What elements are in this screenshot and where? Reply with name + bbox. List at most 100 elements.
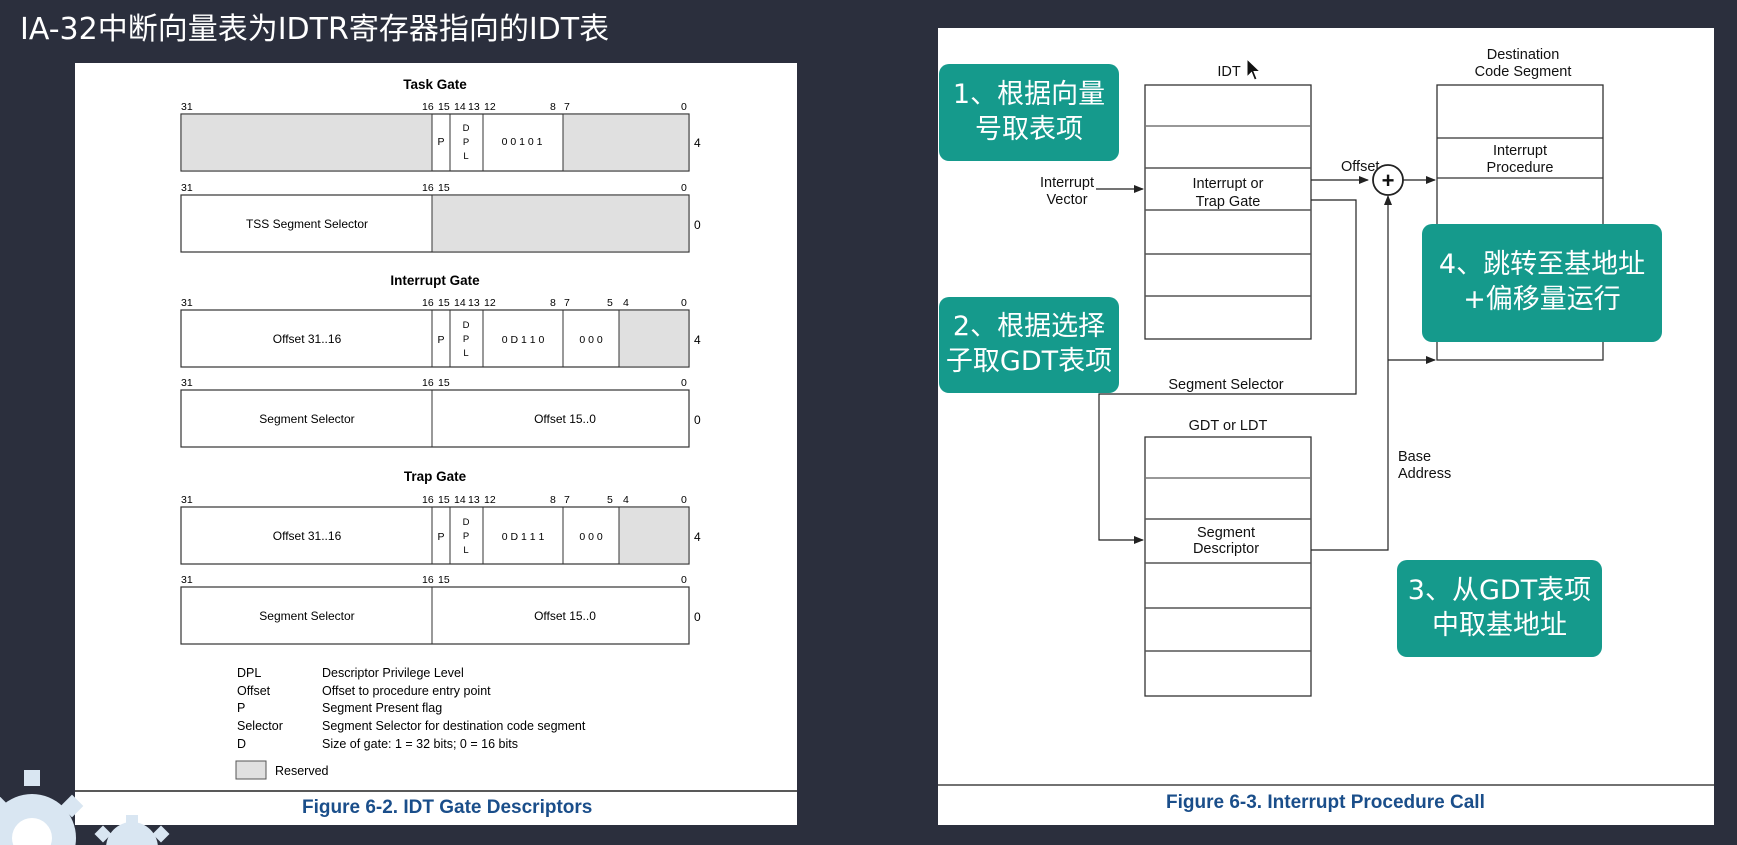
bit-label: 16 [422, 182, 434, 194]
legend: DPL Descriptor Privilege Level Offset Of… [235, 666, 586, 780]
bit-label: 7 [564, 101, 570, 113]
bit-label: 0 [681, 182, 687, 194]
bit-label: 13 [468, 297, 480, 309]
gdt-entry-line: Segment [1197, 525, 1255, 541]
bit-label: 16 [422, 494, 434, 506]
legend-term: Offset [237, 684, 271, 698]
bit-label: 14 [454, 297, 466, 309]
figure-6-2-caption: Figure 6-2. IDT Gate Descriptors [302, 797, 593, 818]
callout-step-1: 1、根据向量号取表项 [939, 64, 1119, 161]
zero-bits: 0 0 0 [579, 334, 603, 346]
plus-sign: + [1382, 168, 1395, 193]
bit-label: 12 [484, 494, 496, 506]
type-bits: 0 D 1 1 1 [502, 531, 545, 543]
interrupt-call-diagram: IDT Interrupt or Trap Gate Interrupt Vec… [938, 47, 1714, 786]
reserved-area [563, 114, 689, 171]
bit-label: 15 [438, 297, 450, 309]
task-gate-title: Task Gate [403, 77, 467, 92]
bit-label: 31 [181, 377, 193, 389]
dpl-letter: L [463, 151, 468, 162]
bit-label: 4 [623, 494, 629, 506]
bit-label: 16 [422, 101, 434, 113]
callout-line: 2、根据选择 [952, 311, 1106, 343]
present-flag: P [437, 136, 444, 148]
present-flag: P [437, 334, 444, 346]
dword-offset: 4 [694, 136, 701, 150]
callout-line: 1、根据向量 [952, 78, 1106, 110]
tss-segment-selector: TSS Segment Selector [246, 217, 368, 231]
gdt-label: GDT or LDT [1189, 418, 1268, 434]
reserved-area [432, 195, 689, 252]
bit-label: 16 [422, 574, 434, 586]
dpl-letter: P [463, 137, 469, 148]
bit-label: 13 [468, 101, 480, 113]
dpl-letter: L [463, 348, 468, 359]
bit-label: 15 [438, 182, 450, 194]
trap-gate-lower-dword [180, 586, 690, 645]
offset-low-field: Offset 15..0 [534, 412, 596, 426]
bit-label: 0 [681, 494, 687, 506]
dpl-letter: P [463, 531, 469, 542]
present-flag: P [437, 531, 444, 543]
bit-label: 7 [564, 494, 570, 506]
callout-step-4: 4、跳转至基地址+偏移量运行 [1422, 224, 1662, 342]
bit-label: 16 [422, 377, 434, 389]
bit-label: 14 [454, 101, 466, 113]
bit-label: 16 [422, 297, 434, 309]
base-address-label: Base [1398, 449, 1431, 465]
gdt-table [1144, 436, 1312, 697]
dpl-letter: D [463, 123, 470, 134]
callout-line: 子取GDT表项 [945, 346, 1113, 377]
dword-offset: 0 [694, 413, 701, 427]
zero-bits: 0 0 0 [579, 531, 603, 543]
reserved-area [619, 310, 689, 367]
bit-label: 0 [681, 377, 687, 389]
bit-label: 31 [181, 494, 193, 506]
callout-step-2: 2、根据选择子取GDT表项 [939, 297, 1119, 393]
dpl-letter: P [463, 334, 469, 345]
reserved-area [181, 114, 432, 171]
bit-label: 15 [438, 574, 450, 586]
bit-label: 15 [438, 101, 450, 113]
callout-line: 3、从GDT表项 [1407, 574, 1592, 606]
dword-offset: 0 [694, 610, 701, 624]
figure-6-3-caption: Figure 6-3. Interrupt Procedure Call [1166, 792, 1485, 813]
legend-term: P [237, 701, 245, 715]
interrupt-procedure-label: Interrupt [1493, 143, 1547, 159]
offset-low-field: Offset 15..0 [534, 609, 596, 623]
bit-label: 4 [623, 297, 629, 309]
idt-entry-line: Trap Gate [1196, 194, 1261, 210]
segment-selector-field: Segment Selector [259, 609, 354, 623]
dpl-letter: L [463, 545, 468, 556]
gate-descriptor-diagram: Task Gate 31 16 15 14 13 12 8 7 0 P D P … [75, 77, 797, 792]
dpl-letter: D [463, 517, 470, 528]
trap-gate-upper-dword [180, 506, 690, 565]
mouse-cursor-icon [1246, 58, 1262, 81]
dword-offset: 4 [694, 333, 701, 347]
dword-offset: 0 [694, 218, 701, 232]
segment-selector-field: Segment Selector [259, 412, 354, 426]
callout-line: 号取表项 [975, 113, 1083, 145]
bit-label: 31 [181, 101, 193, 113]
reserved-swatch [235, 760, 267, 780]
bit-label: 15 [438, 377, 450, 389]
trap-gate-title: Trap Gate [404, 469, 467, 484]
slide-title: IA-32中断向量表为IDTR寄存器指向的IDT表 [20, 12, 610, 47]
type-bits: 0 0 1 0 1 [502, 136, 543, 148]
legend-desc: Segment Present flag [322, 701, 442, 715]
legend-term: Selector [237, 719, 283, 733]
idt-entry-line: Interrupt or [1193, 176, 1264, 192]
dpl-letter: D [463, 320, 470, 331]
dest-segment-label: Destination [1487, 47, 1560, 63]
bit-label: 12 [484, 297, 496, 309]
bit-label: 14 [454, 494, 466, 506]
interrupt-vector-label: Interrupt [1040, 175, 1094, 191]
callout-step-3: 3、从GDT表项中取基地址 [1397, 560, 1602, 657]
bit-label: 8 [550, 494, 556, 506]
interrupt-procedure-label: Procedure [1487, 160, 1554, 176]
offset-high-field: Offset 31..16 [273, 332, 342, 346]
legend-desc: Segment Selector for destination code se… [322, 719, 586, 733]
legend-desc: Descriptor Privilege Level [322, 666, 464, 680]
gear-decoration-icon [0, 770, 170, 845]
callout-line: +偏移量运行 [1463, 284, 1621, 315]
